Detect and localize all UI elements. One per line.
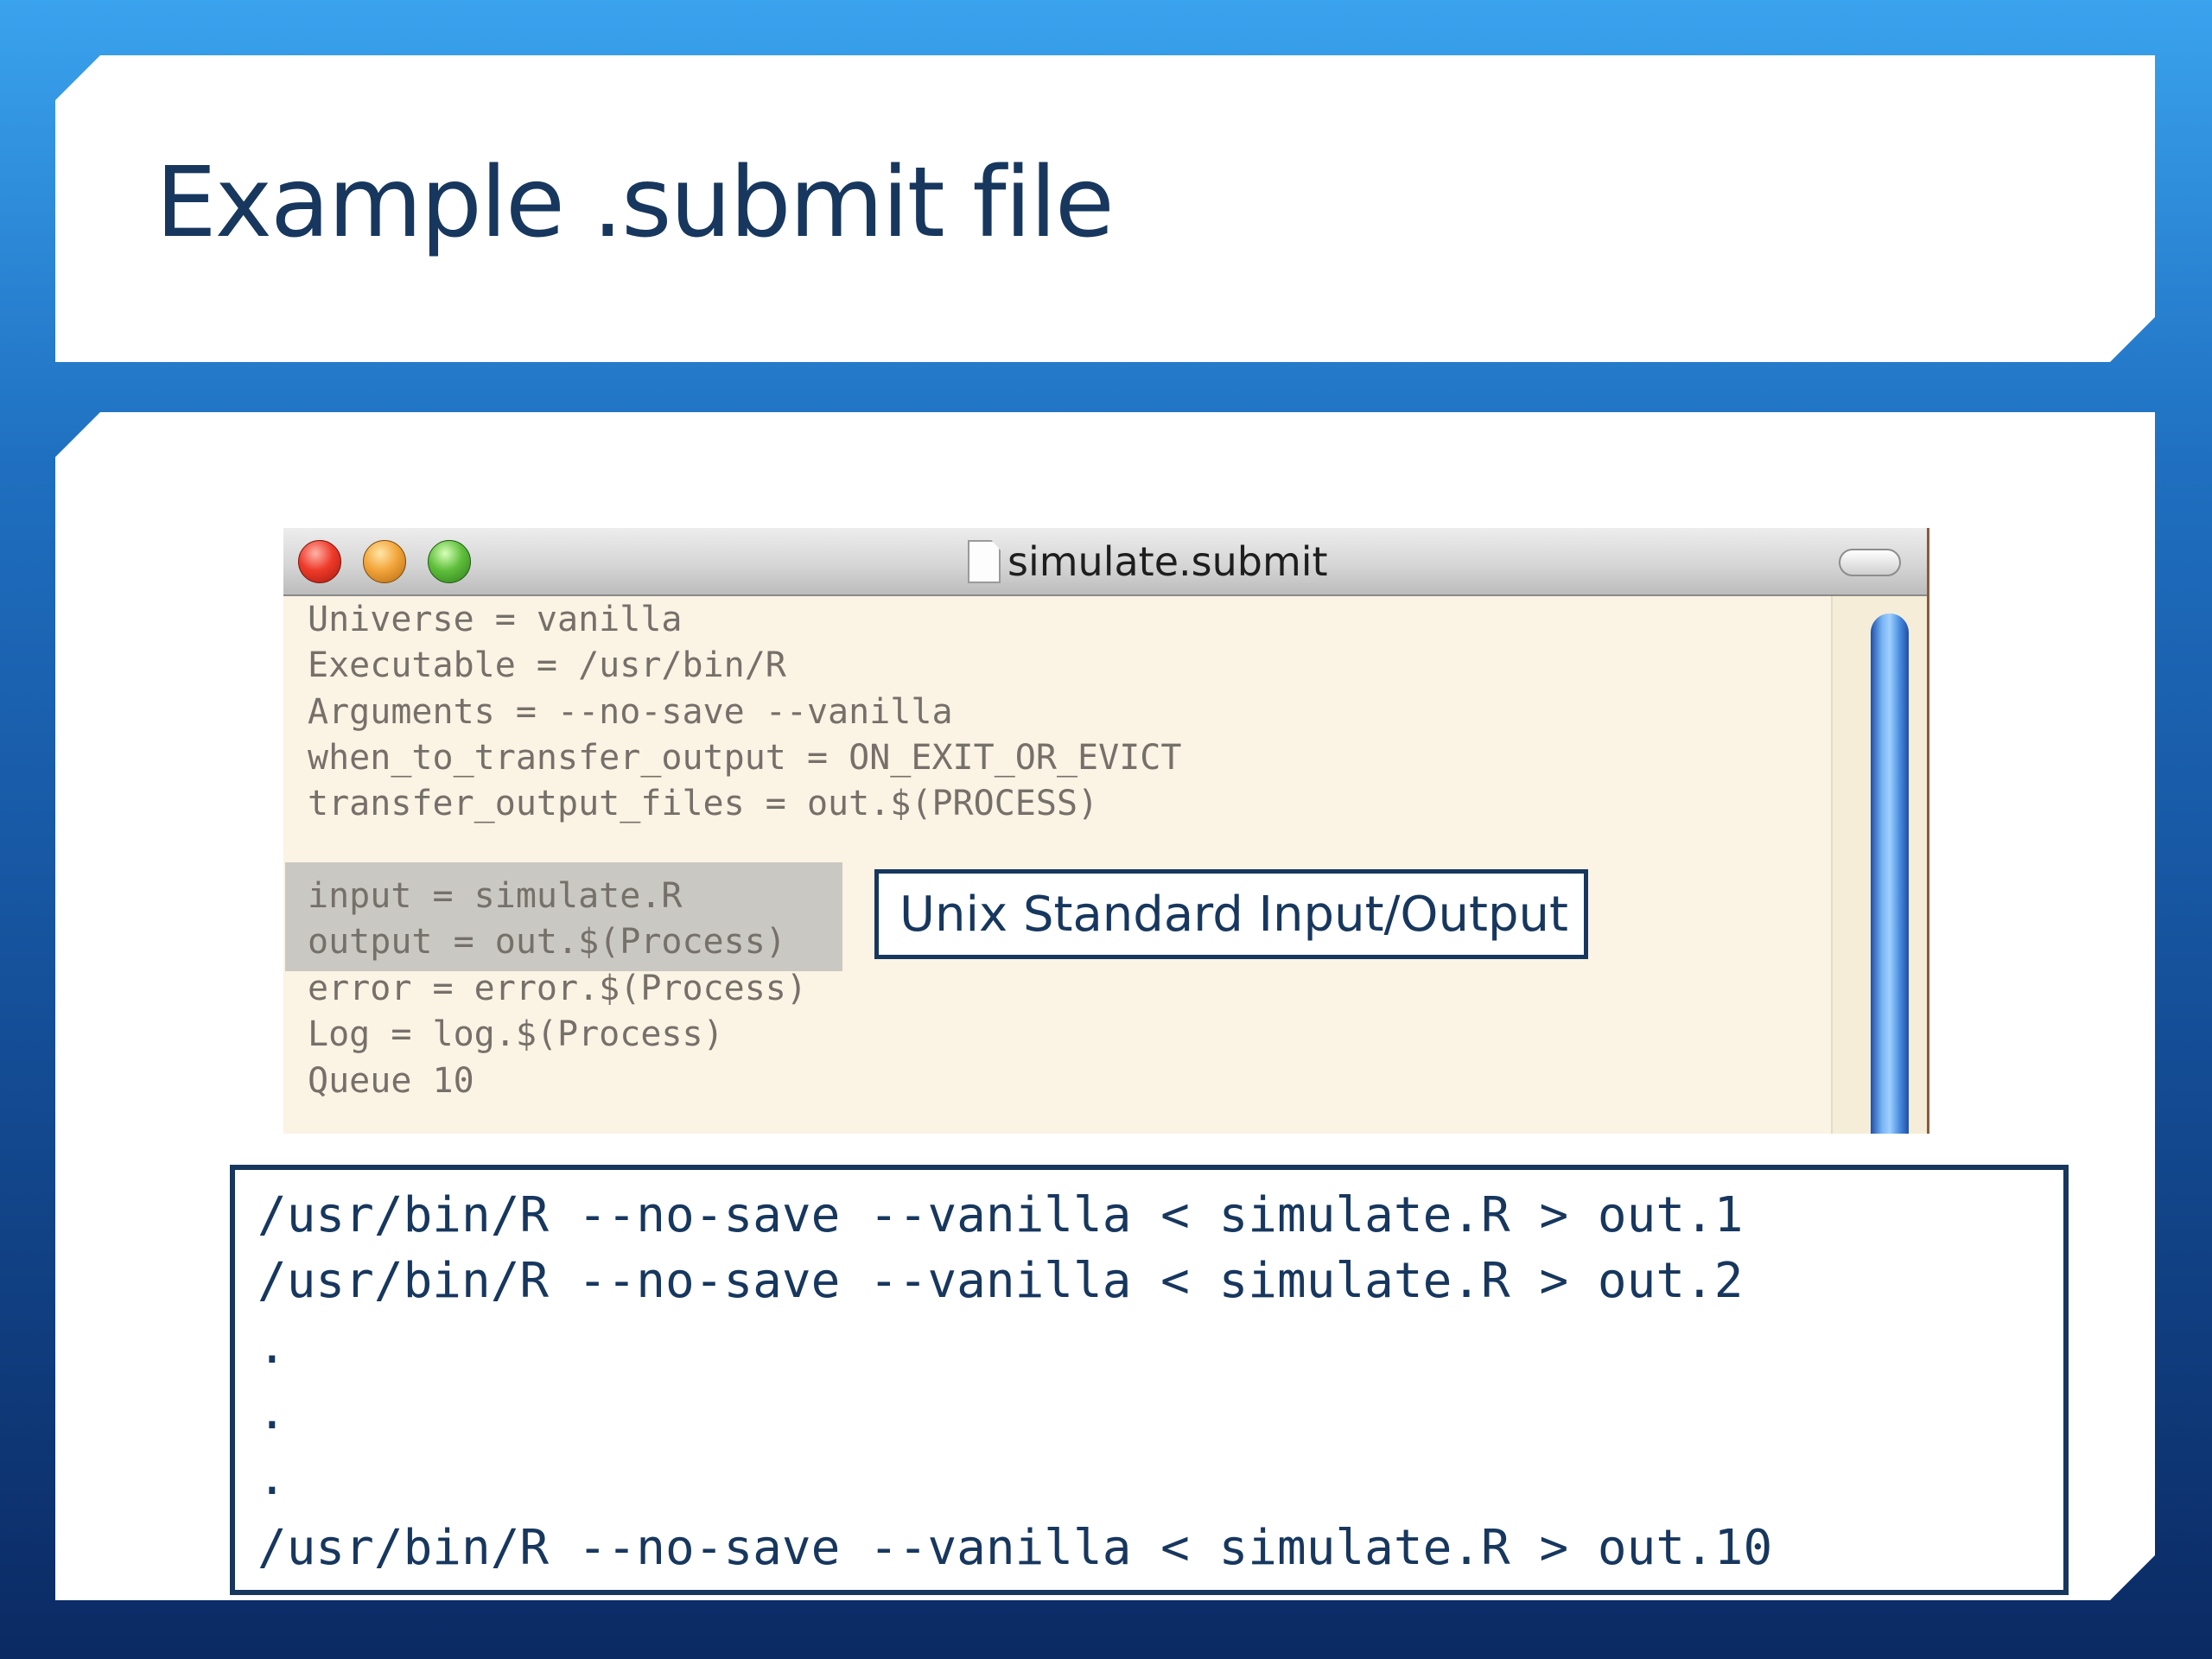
editor-window: simulate.submit Universe = vanilla Execu… [283, 528, 1929, 1134]
minimize-icon[interactable] [363, 540, 406, 583]
command-line: /usr/bin/R --no-save --vanilla < simulat… [257, 1520, 1773, 1576]
command-line: . [257, 1319, 287, 1375]
code-line: error = error.$(Process) [308, 969, 807, 1008]
scrollbar-thumb[interactable] [1871, 613, 1909, 1134]
code-line: input = simulate.R [308, 876, 683, 916]
stdio-callout: Unix Standard Input/Output [874, 869, 1588, 959]
code-line: Universe = vanilla [308, 600, 683, 639]
code-line: Queue 10 [308, 1061, 474, 1101]
code-line: Arguments = --no-save --vanilla [308, 692, 953, 732]
page-title: Example .submit file [156, 147, 1115, 259]
toolbar-toggle-button[interactable] [1839, 549, 1901, 576]
code-line: transfer_output_files = out.$(PROCESS) [308, 784, 1099, 823]
close-icon[interactable] [298, 540, 341, 583]
code-line: output = out.$(Process) [308, 922, 786, 962]
title-panel [55, 55, 2155, 362]
window-titlebar[interactable]: simulate.submit [283, 528, 1927, 596]
code-line: when_to_transfer_output = ON_EXIT_OR_EVI… [308, 738, 1182, 778]
stdio-highlight [285, 862, 842, 971]
code-line: Executable = /usr/bin/R [308, 645, 786, 685]
command-line: . [257, 1450, 287, 1506]
command-line: /usr/bin/R --no-save --vanilla < simulat… [257, 1187, 1744, 1243]
command-expansion-box: /usr/bin/R --no-save --vanilla < simulat… [230, 1165, 2069, 1595]
command-line: . [257, 1384, 287, 1440]
command-line: /usr/bin/R --no-save --vanilla < simulat… [257, 1253, 1744, 1309]
code-line: Log = log.$(Process) [308, 1014, 724, 1054]
content-panel: simulate.submit Universe = vanilla Execu… [55, 412, 2155, 1600]
document-icon [968, 540, 1001, 583]
editor-text-area[interactable]: Universe = vanilla Executable = /usr/bin… [283, 596, 1833, 1134]
zoom-icon[interactable] [428, 540, 471, 583]
window-title: simulate.submit [1007, 538, 1328, 585]
vertical-scrollbar[interactable] [1831, 596, 1927, 1134]
